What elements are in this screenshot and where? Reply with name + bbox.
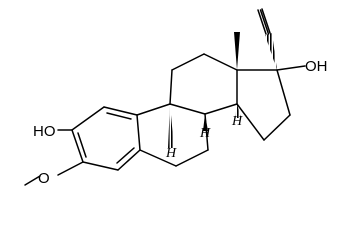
h14-hashed-bond [235,104,241,118]
label-ho-c2: HO [33,123,56,140]
ring-c-bonds [169,53,238,115]
label-oh-c17: OH [305,58,328,75]
c3-o-bond [57,161,84,176]
h9-hashed-bond [168,104,174,148]
label-o-methoxy: O [38,170,50,187]
o-methyl-bond [24,175,41,186]
ring-a-bonds [71,106,141,171]
c17-oh-bond [276,65,306,71]
ethynyl-triple-bond [257,8,271,35]
molecule-structure: OH HO O H H H [24,8,328,187]
label-h-c14: H [231,114,243,129]
label-h-c9: H [165,146,177,161]
methyl-wedge [234,32,240,70]
ring-d-bonds [236,69,291,141]
ethynyl-hashed-bond [265,33,277,70]
h8-wedge [203,114,208,131]
label-h-c8: H [199,126,211,141]
